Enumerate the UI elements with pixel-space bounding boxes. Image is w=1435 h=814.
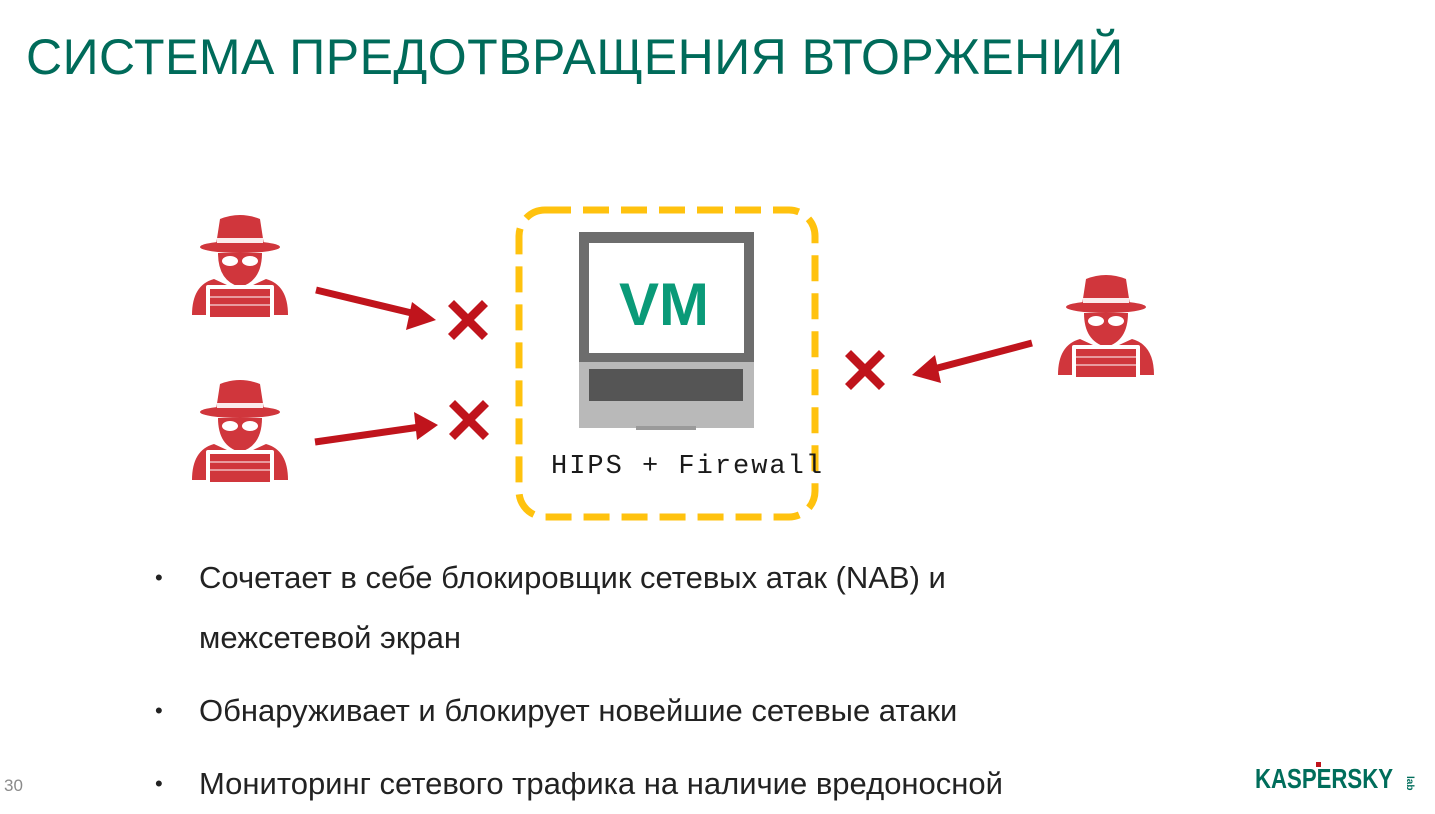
page-number: 30 [4,776,23,795]
bullet-text: Обнаруживает и блокирует новейшие сетевы… [199,693,958,728]
attack-arrow [314,412,438,446]
attack-arrow [912,339,1033,383]
attack-arrow [315,286,436,330]
list-item: • Обнаруживает и блокирует новейшие сете… [155,681,1155,741]
slide-title: СИСТЕМА ПРЕДОТВРАЩЕНИЯ ВТОРЖЕНИЙ [26,29,1124,85]
blocked-x-icon [449,400,489,440]
bullet-dot: • [155,565,163,590]
hacker-icon [191,214,289,325]
bullet-dot: • [155,698,163,723]
kaspersky-logo: KASPERSKY lab [1255,758,1415,803]
vm-label: VM [619,271,709,338]
bullet-text: Сочетает в себе блокировщик сетевых атак… [199,560,946,595]
logo-mark: KASPERSKY lab [1255,762,1415,794]
protection-label: HIPS + Firewall [551,452,825,482]
hacker-icon [1057,274,1155,385]
logo-suffix: lab [1404,776,1415,790]
blocked-x-icon [448,300,488,340]
list-item: • Сочетает в себе блокировщик сетевых ат… [155,548,1155,668]
list-item: • Мониторинг сетевого трафика на наличие… [155,754,1155,814]
protection-box [515,206,819,521]
hacker-icon [191,379,289,490]
blocked-x-icon [845,350,885,390]
logo-wordmark: KASPERSKY [1255,763,1393,794]
bullet-text: межсетевой экран [199,620,462,655]
bullet-text: Мониторинг сетевого трафика на наличие в… [199,766,1003,801]
laptop-icon [579,232,754,430]
bullet-list: • Сочетает в себе блокировщик сетевых ат… [155,548,1155,814]
bullet-dot: • [155,771,163,796]
